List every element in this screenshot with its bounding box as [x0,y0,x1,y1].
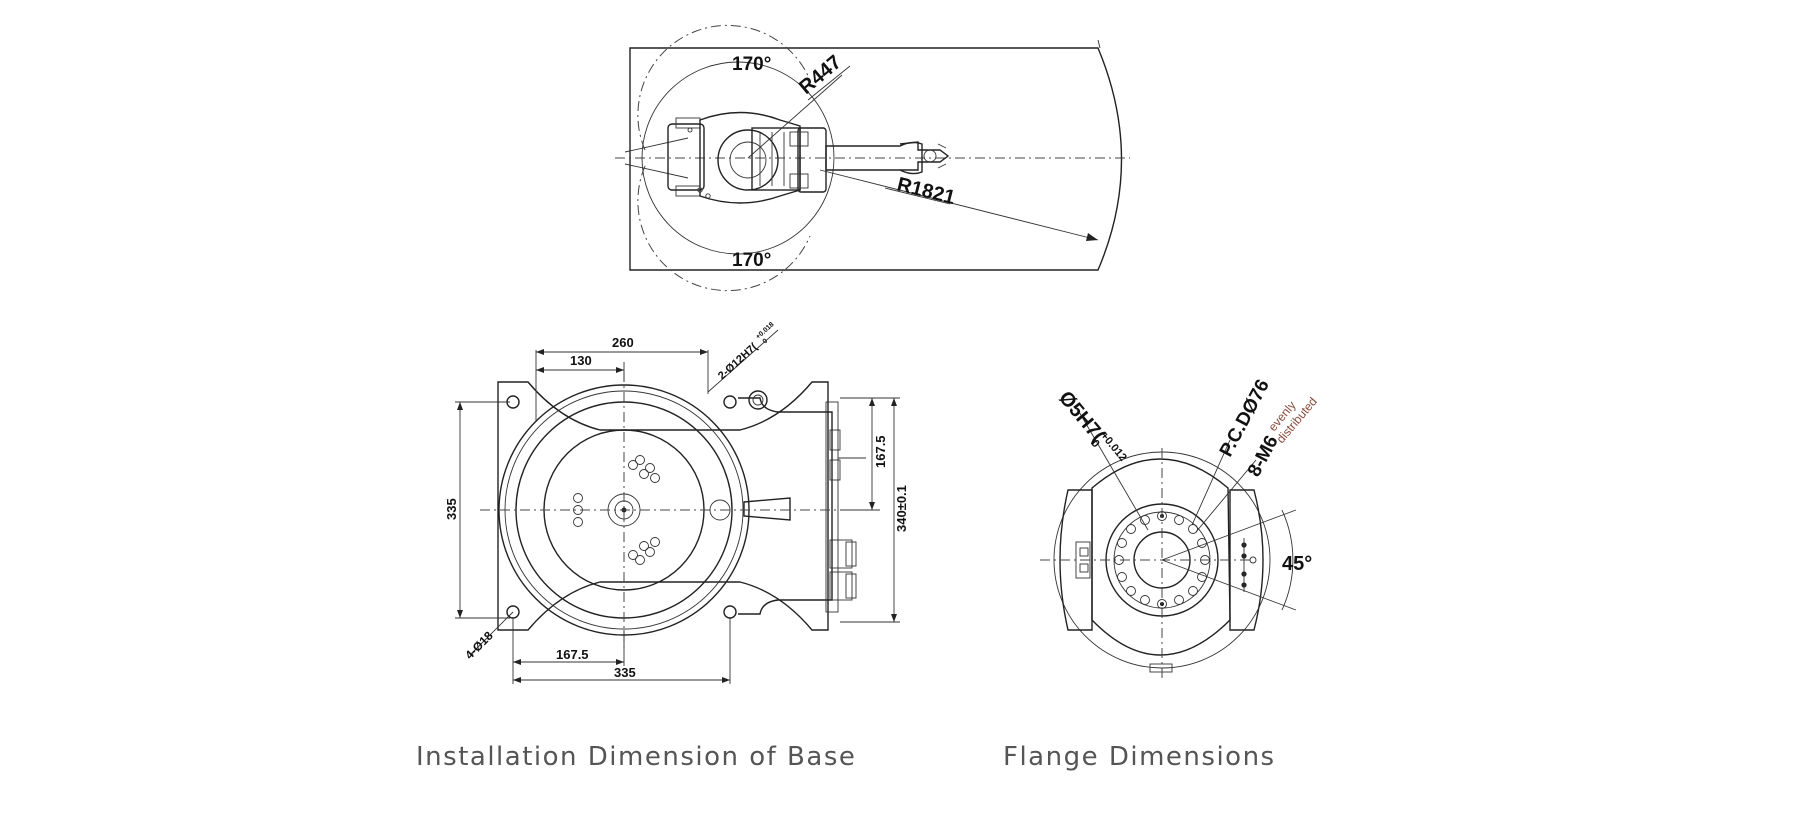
dim-340: 340±0.1 [894,485,909,532]
svg-text:0: 0 [762,338,770,346]
reach-circle-r447 [641,61,835,255]
dim-335-bottom: 335 [614,665,636,680]
angle-top-label: 170° [732,54,771,75]
flange-side-left [1059,489,1093,631]
side-markings [1241,538,1257,592]
dim-260: 260 [612,335,634,350]
base-rear-housing [738,397,833,615]
cable-port [743,497,791,521]
base-plate-outline [497,381,829,631]
work-envelope-outline [629,47,1123,271]
robot-top-silhouette [667,111,950,204]
mount-hole-tr [723,395,737,409]
dim-335-left: 335 [444,498,459,520]
dim-1675-bottom: 167.5 [556,647,589,662]
caption-flange: Flange Dimensions [1003,742,1276,772]
svg-text:+0.012: +0.012 [1098,430,1129,464]
bore-tolerance-label: Ø5H7( +0.012 0 [1054,387,1129,464]
angle-45-label: 45° [1282,553,1312,575]
caption-base: Installation Dimension of Base [416,742,857,772]
pin-hole [748,390,768,410]
dim-130: 130 [570,353,592,368]
flange-side-right [1229,489,1264,631]
dim-1675-right: 167.5 [873,435,888,468]
angle-bottom-label: 170° [732,250,771,271]
arc-bottom [637,165,811,292]
arc-top [637,24,811,151]
